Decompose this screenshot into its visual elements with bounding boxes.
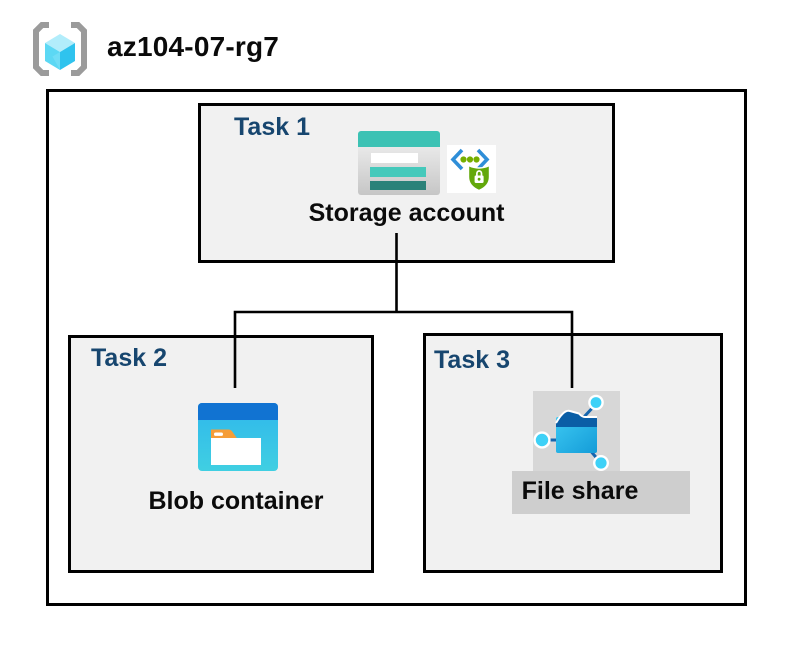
resource-group-title: az104-07-rg7 [107, 31, 280, 62]
file-share-label: File share [521, 477, 639, 505]
blob-container-icon [198, 403, 278, 471]
storage-account-label: Storage account [308, 199, 505, 227]
task3-box: Task 3 File share [423, 333, 723, 573]
blob-container-label: Blob container [148, 487, 324, 515]
file-share-label-band [512, 471, 690, 514]
task1-label: Task 1 [234, 113, 310, 141]
sas-security-icon [447, 145, 496, 193]
storage-account-icon [358, 131, 440, 195]
task1-box: Task 1 Storage account [198, 103, 615, 263]
task2-box: Task 2 Blob container [68, 335, 374, 573]
file-share-icon [533, 391, 620, 471]
task2-label: Task 2 [91, 344, 167, 372]
resource-group-icon [33, 22, 87, 76]
task3-label: Task 3 [434, 346, 510, 374]
